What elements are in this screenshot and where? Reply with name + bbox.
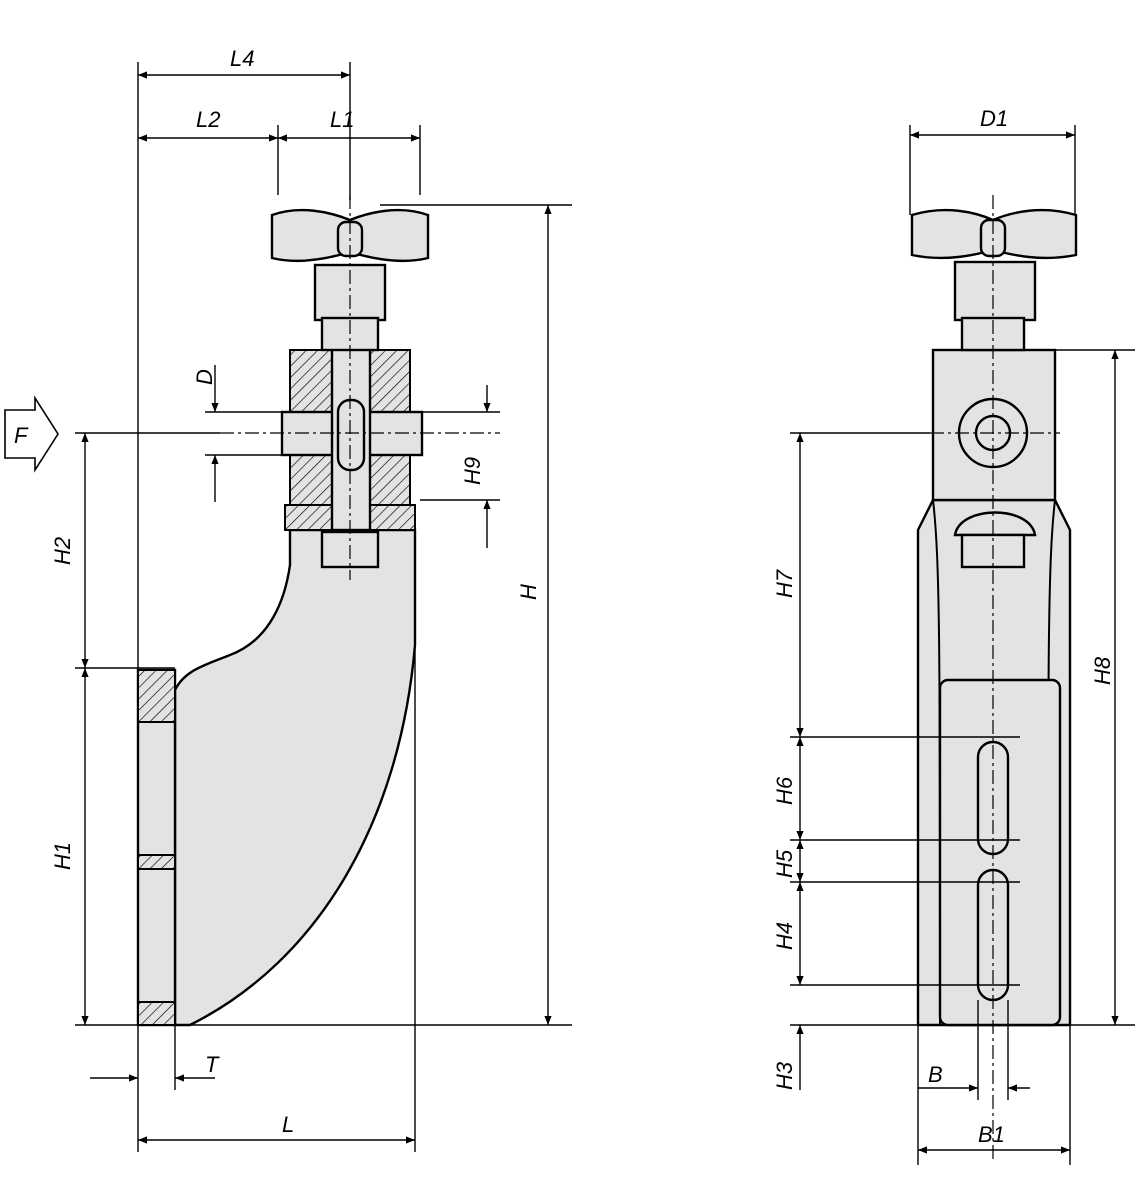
label-H3: H3 [772, 1061, 797, 1090]
base-plate [136, 668, 177, 1027]
spindle-tip [336, 398, 366, 472]
front-view: D1 H7 H8 H6 H5 H4 H3 B B1 [772, 106, 1135, 1165]
knob-stem-front [953, 260, 1037, 322]
side-view: L4 L2 L1 F D H9 H2 H1 H T L [4, 46, 572, 1152]
label-L2: L2 [196, 107, 220, 132]
label-H7: H7 [772, 569, 797, 598]
label-L: L [282, 1112, 294, 1137]
label-H2: H2 [50, 537, 75, 565]
label-B1: B1 [978, 1122, 1005, 1147]
label-D: D [192, 369, 217, 385]
bracket-body [173, 528, 417, 1027]
plate-section-top [137, 669, 176, 723]
dome-cap [953, 511, 1037, 537]
label-H4: H4 [772, 922, 797, 950]
label-T: T [205, 1052, 220, 1077]
force-arrow-icon [4, 395, 59, 473]
label-L4: L4 [230, 46, 254, 71]
label-H6: H6 [772, 776, 797, 805]
plate-section-mid [137, 854, 176, 870]
label-H1: H1 [50, 842, 75, 870]
label-D1: D1 [980, 106, 1008, 131]
label-H8: H8 [1090, 656, 1115, 685]
plate-section-bottom [137, 1001, 176, 1026]
label-H5: H5 [772, 849, 797, 878]
label-H: H [516, 584, 541, 600]
label-F: F [14, 423, 29, 448]
label-B: B [928, 1062, 943, 1087]
label-H9: H9 [460, 457, 485, 485]
label-L1: L1 [330, 107, 354, 132]
